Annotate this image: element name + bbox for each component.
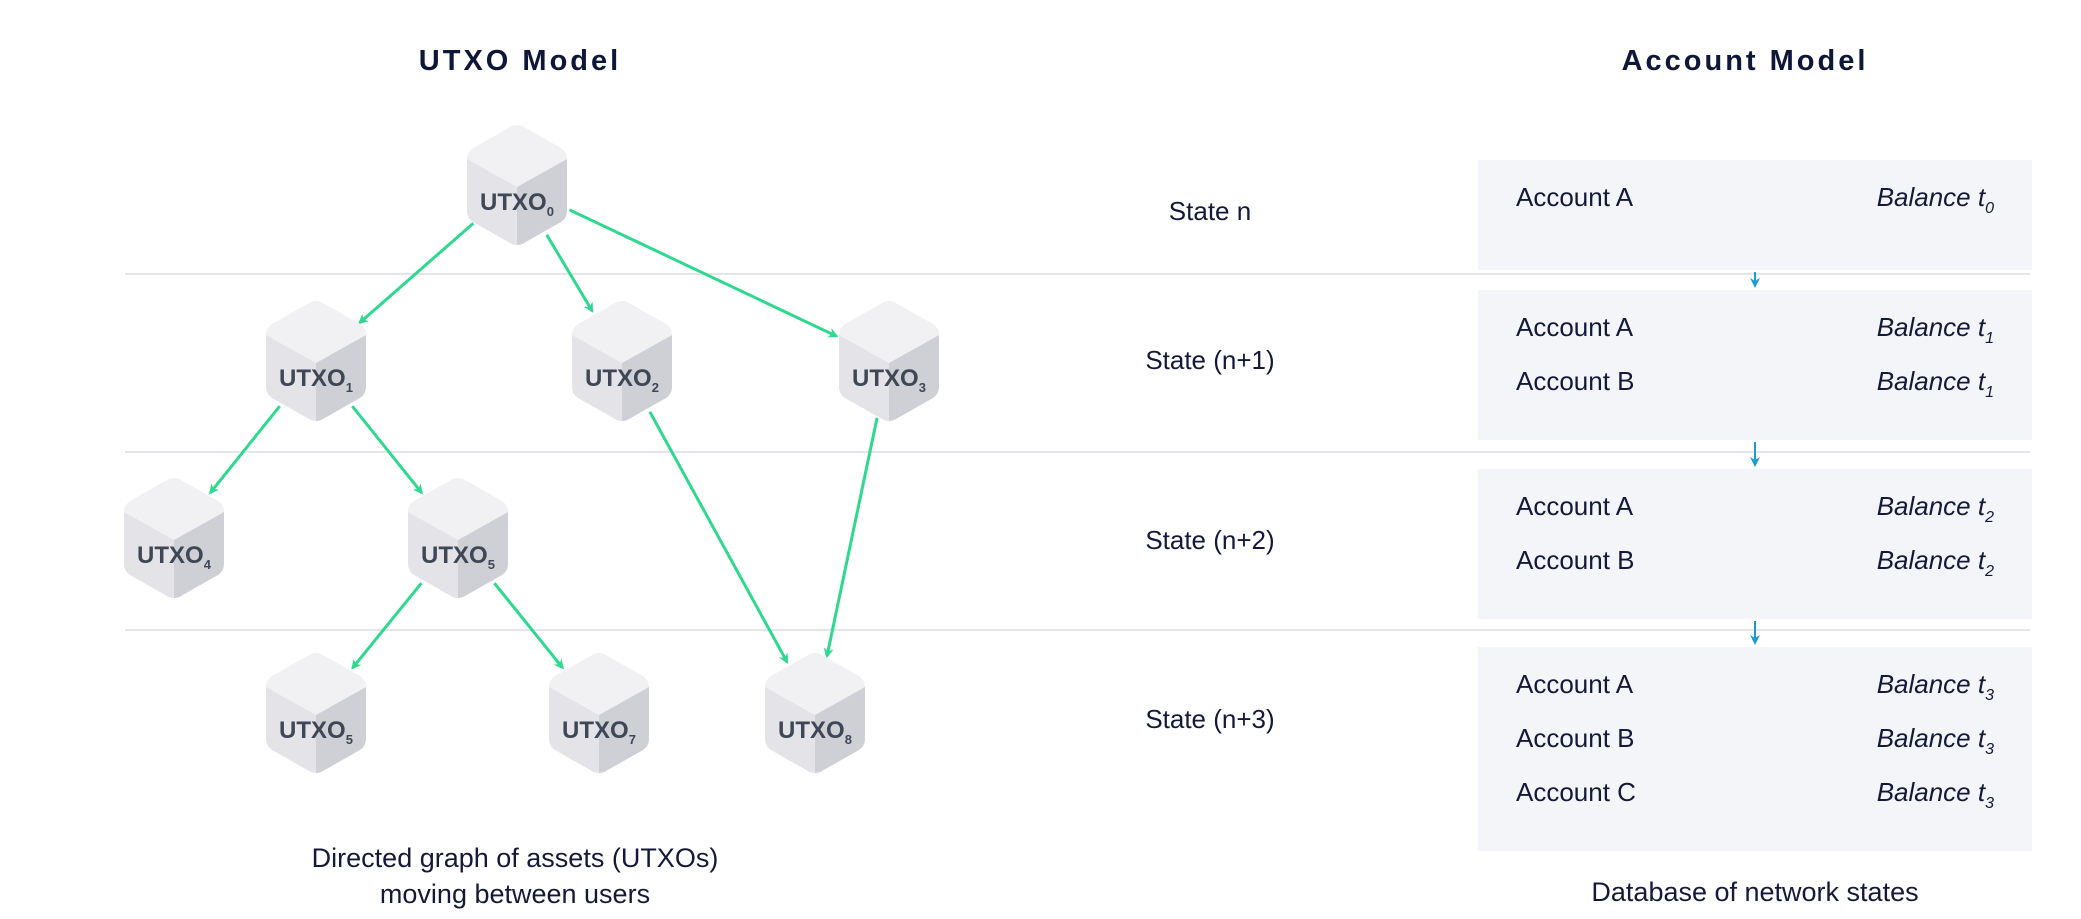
account-balance-row: Account B Balance t2 xyxy=(1478,541,2032,581)
utxo-node: UTXO5 xyxy=(402,474,514,602)
utxo-node: UTXO3 xyxy=(833,297,945,425)
utxo-node-label: UTXO0 xyxy=(480,189,554,219)
state-label-n3: State (n+3) xyxy=(1145,704,1275,734)
utxo-node: UTXO8 xyxy=(759,649,871,777)
utxo-node: UTXO2 xyxy=(566,297,678,425)
utxo-node-label: UTXO3 xyxy=(852,365,926,395)
balance-value: Balance t2 xyxy=(1876,491,1994,526)
utxo-edge-arrow xyxy=(358,222,475,325)
utxo-edge-arrow xyxy=(351,582,423,670)
utxo-node-label: UTXO4 xyxy=(137,542,211,572)
account-name: Account B xyxy=(1516,723,1635,753)
cube-icon xyxy=(839,301,939,421)
state-label-n2: State (n+2) xyxy=(1145,525,1275,555)
state-separator xyxy=(125,629,2030,631)
balance-value: Balance t1 xyxy=(1876,312,1994,347)
cube-icon xyxy=(765,653,865,773)
state-separator xyxy=(125,451,2030,453)
account-state-panel: Account A Balance t0 xyxy=(1478,160,2032,270)
account-name: Account A xyxy=(1516,491,1634,521)
utxo-node-label: UTXO8 xyxy=(778,717,852,747)
cube-icon xyxy=(549,653,649,773)
state-separator xyxy=(125,273,2030,275)
account-name: Account A xyxy=(1516,182,1634,212)
utxo-edge-arrow xyxy=(568,208,839,338)
balance-value: Balance t2 xyxy=(1876,545,1994,580)
utxo-edge-arrow xyxy=(493,582,564,670)
account-balance-row: Account A Balance t2 xyxy=(1478,487,2032,527)
utxo-edge-arrow xyxy=(648,411,789,664)
balance-value: Balance t3 xyxy=(1876,669,1994,704)
cube-icon xyxy=(467,125,567,245)
account-name: Account B xyxy=(1516,545,1635,575)
utxo-edge-arrow xyxy=(209,405,281,495)
account-balance-row: Account B Balance t3 xyxy=(1478,719,2032,759)
balance-value: Balance t3 xyxy=(1876,777,1994,812)
cube-icon xyxy=(266,653,366,773)
account-name: Account B xyxy=(1516,366,1635,396)
account-balance-row: Account A Balance t3 xyxy=(1478,665,2032,705)
account-balance-row: Account A Balance t0 xyxy=(1478,178,2032,218)
account-balance-row: Account C Balance t3 xyxy=(1478,773,2032,813)
utxo-caption: Directed graph of assets (UTXOs) moving … xyxy=(215,840,815,912)
account-balance-row: Account B Balance t1 xyxy=(1478,362,2032,402)
utxo-node-label: UTXO1 xyxy=(279,365,353,395)
utxo-node-label: UTXO2 xyxy=(585,365,659,395)
account-name: Account C xyxy=(1516,777,1636,807)
utxo-model-title: UTXO Model xyxy=(418,45,622,77)
cube-icon xyxy=(408,478,508,598)
utxo-caption-line1: Directed graph of assets (UTXOs) xyxy=(311,843,719,873)
utxo-node: UTXO0 xyxy=(461,121,573,249)
balance-value: Balance t0 xyxy=(1876,182,1994,217)
state-label-n: State n xyxy=(1168,196,1252,226)
utxo-edge-arrow xyxy=(351,405,423,495)
utxo-node: UTXO7 xyxy=(543,649,655,777)
account-state-panel: Account A Balance t2 Account B Balance t2 xyxy=(1478,469,2032,619)
state-label-n1: State (n+1) xyxy=(1145,345,1275,375)
account-balance-row: Account A Balance t1 xyxy=(1478,308,2032,348)
utxo-node: UTXO5 xyxy=(260,649,372,777)
account-state-panel: Account A Balance t1 Account B Balance t1 xyxy=(1478,290,2032,440)
utxo-edge-arrow xyxy=(545,234,594,313)
utxo-node: UTXO1 xyxy=(260,297,372,425)
account-name: Account A xyxy=(1516,312,1634,342)
balance-value: Balance t1 xyxy=(1876,366,1994,401)
utxo-node-label: UTXO7 xyxy=(562,717,636,747)
utxo-caption-line2: moving between users xyxy=(379,879,651,909)
account-caption: Database of network states xyxy=(1591,877,1919,907)
cube-icon xyxy=(572,301,672,421)
account-name: Account A xyxy=(1516,669,1634,699)
utxo-edge-arrow xyxy=(823,417,879,659)
balance-value: Balance t3 xyxy=(1876,723,1994,758)
account-model-title: Account Model xyxy=(1621,45,1869,77)
utxo-node: UTXO4 xyxy=(118,474,230,602)
cube-icon xyxy=(124,478,224,598)
utxo-node-label: UTXO5 xyxy=(279,717,353,747)
utxo-node-label: UTXO5 xyxy=(421,542,495,572)
cube-icon xyxy=(266,301,366,421)
